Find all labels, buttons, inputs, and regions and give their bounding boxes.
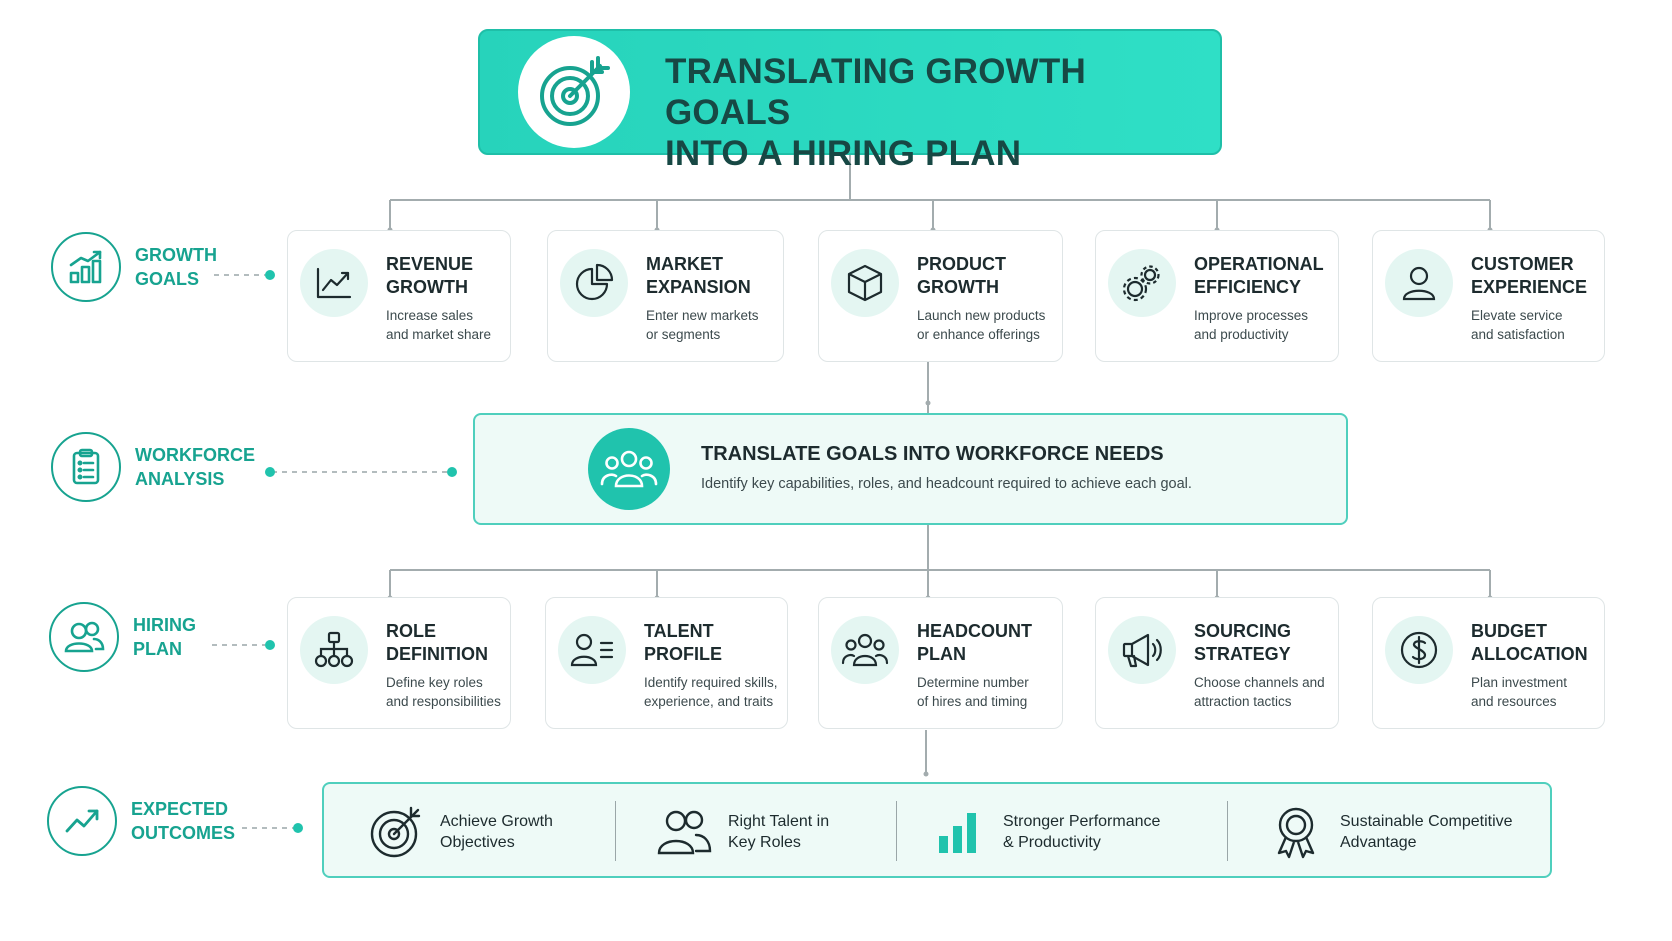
group-icon: [831, 616, 899, 684]
workforce-needs-panel: TRANSLATE GOALS INTO WORKFORCE NEEDS Ide…: [473, 413, 1348, 525]
workforce-description: Identify key capabilities, roles, and he…: [701, 476, 1192, 492]
stage-hiring-plan: HIRING PLAN: [49, 602, 196, 672]
stage-label: EXPECTED OUTCOMES: [131, 799, 236, 843]
stage-workforce-analysis: WORKFORCE ANALYSIS: [51, 432, 255, 502]
pie-chart-icon: [560, 249, 628, 317]
profile-icon: [558, 616, 626, 684]
users-icon: [656, 804, 712, 860]
stage-label: GROWTH GOALS: [135, 245, 217, 289]
line-chart-icon: [300, 249, 368, 317]
org-chart-icon: [300, 616, 368, 684]
bar-chart-icon: [51, 232, 121, 302]
outcome-label: Stronger Performance& Productivity: [1003, 813, 1161, 851]
outcome-stronger-performance: Stronger Performance& Productivity: [931, 802, 1160, 862]
users-icon: [49, 602, 119, 672]
dollar-icon: [1385, 616, 1453, 684]
outcome-divider: [615, 801, 616, 861]
bar-chart-icon: [931, 804, 987, 860]
target-icon: [368, 804, 424, 860]
title-line-2: INTO A HIRING PLAN: [665, 134, 1022, 173]
team-icon: [588, 428, 670, 510]
card-description: Identify required skills,experience, and…: [644, 675, 778, 709]
stage-label: WORKFORCE ANALYSIS: [135, 445, 255, 489]
megaphone-icon: [1108, 616, 1176, 684]
page-title: TRANSLATING GROWTH GOALS INTO A HIRING P…: [665, 51, 1205, 174]
title-icon-circle: [518, 36, 630, 148]
clipboard-icon: [51, 432, 121, 502]
title-banner: TRANSLATING GROWTH GOALS INTO A HIRING P…: [478, 29, 1222, 173]
award-icon: [1268, 804, 1324, 860]
stage-growth-goals: GROWTH GOALS: [51, 232, 217, 302]
target-icon: [540, 56, 610, 126]
stage-label: HIRING PLAN: [133, 615, 196, 659]
gears-icon: [1108, 249, 1176, 317]
stage-expected-outcomes: EXPECTED OUTCOMES: [47, 786, 235, 856]
outcome-divider: [896, 801, 897, 861]
outcome-divider: [1227, 801, 1228, 861]
box-icon: [831, 249, 899, 317]
title-line-1: TRANSLATING GROWTH GOALS: [665, 52, 1086, 132]
person-icon: [1385, 249, 1453, 317]
workforce-title: TRANSLATE GOALS INTO WORKFORCE NEEDS: [701, 443, 1164, 465]
trend-up-icon: [47, 786, 117, 856]
